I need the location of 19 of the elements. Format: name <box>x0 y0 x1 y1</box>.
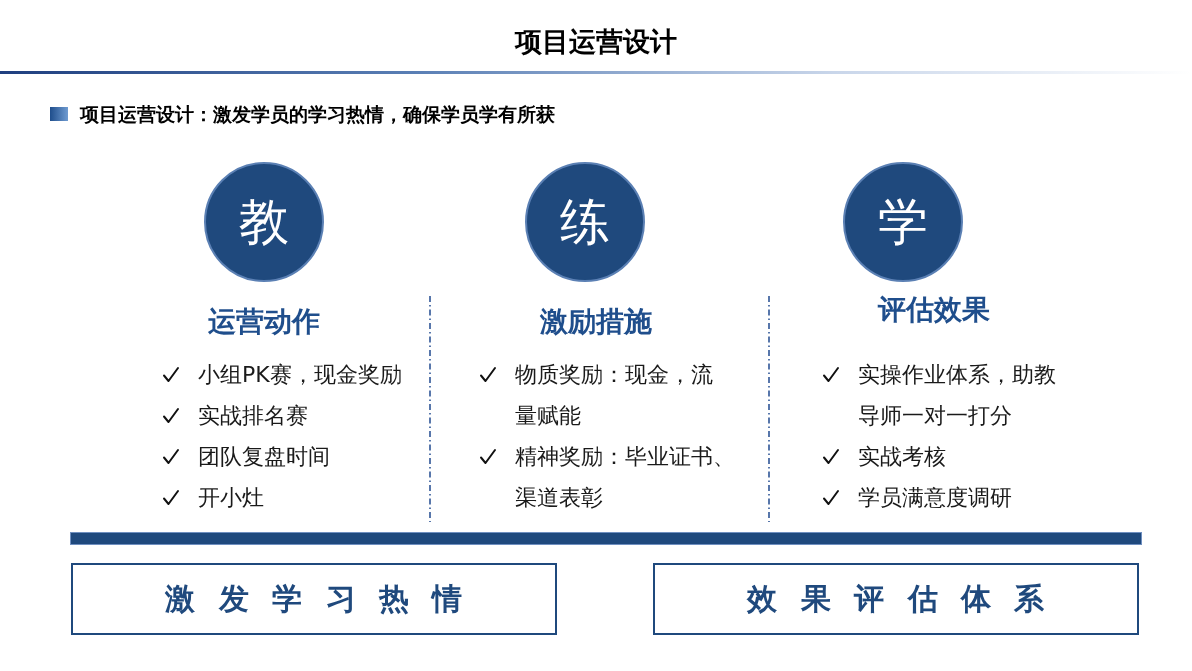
label-box: 激发学习热情 <box>71 563 557 635</box>
checklist-text: 开小灶 <box>198 484 264 512</box>
checklist-text: 精神奖励：毕业证书、渠道表彰 <box>515 443 736 512</box>
checklist-text: 实战排名赛 <box>198 402 308 430</box>
column-heading: 运营动作 <box>208 304 320 340</box>
label-box: 效果评估体系 <box>653 563 1139 635</box>
column-heading: 激励措施 <box>540 304 652 340</box>
checklist-text: 实战考核 <box>858 443 946 471</box>
character-circle: 学 <box>843 162 963 282</box>
checklist-text: 小组PK赛，现金奖励 <box>198 361 402 389</box>
subtitle: 项目运营设计：激发学员的学习热情，确保学员学有所获 <box>80 102 555 127</box>
character-circle: 教 <box>204 162 324 282</box>
checklist-text: 实操作业体系，助教导师一对一打分 <box>858 361 1057 430</box>
character-circle: 练 <box>525 162 645 282</box>
checklist-text: 物质奖励：现金，流量赋能 <box>515 361 714 430</box>
checklist-text: 学员满意度调研 <box>858 484 1012 512</box>
checklist-text: 团队复盘时间 <box>198 443 330 471</box>
column-heading: 评估效果 <box>878 292 990 328</box>
page-title: 项目运营设计 <box>515 25 677 59</box>
